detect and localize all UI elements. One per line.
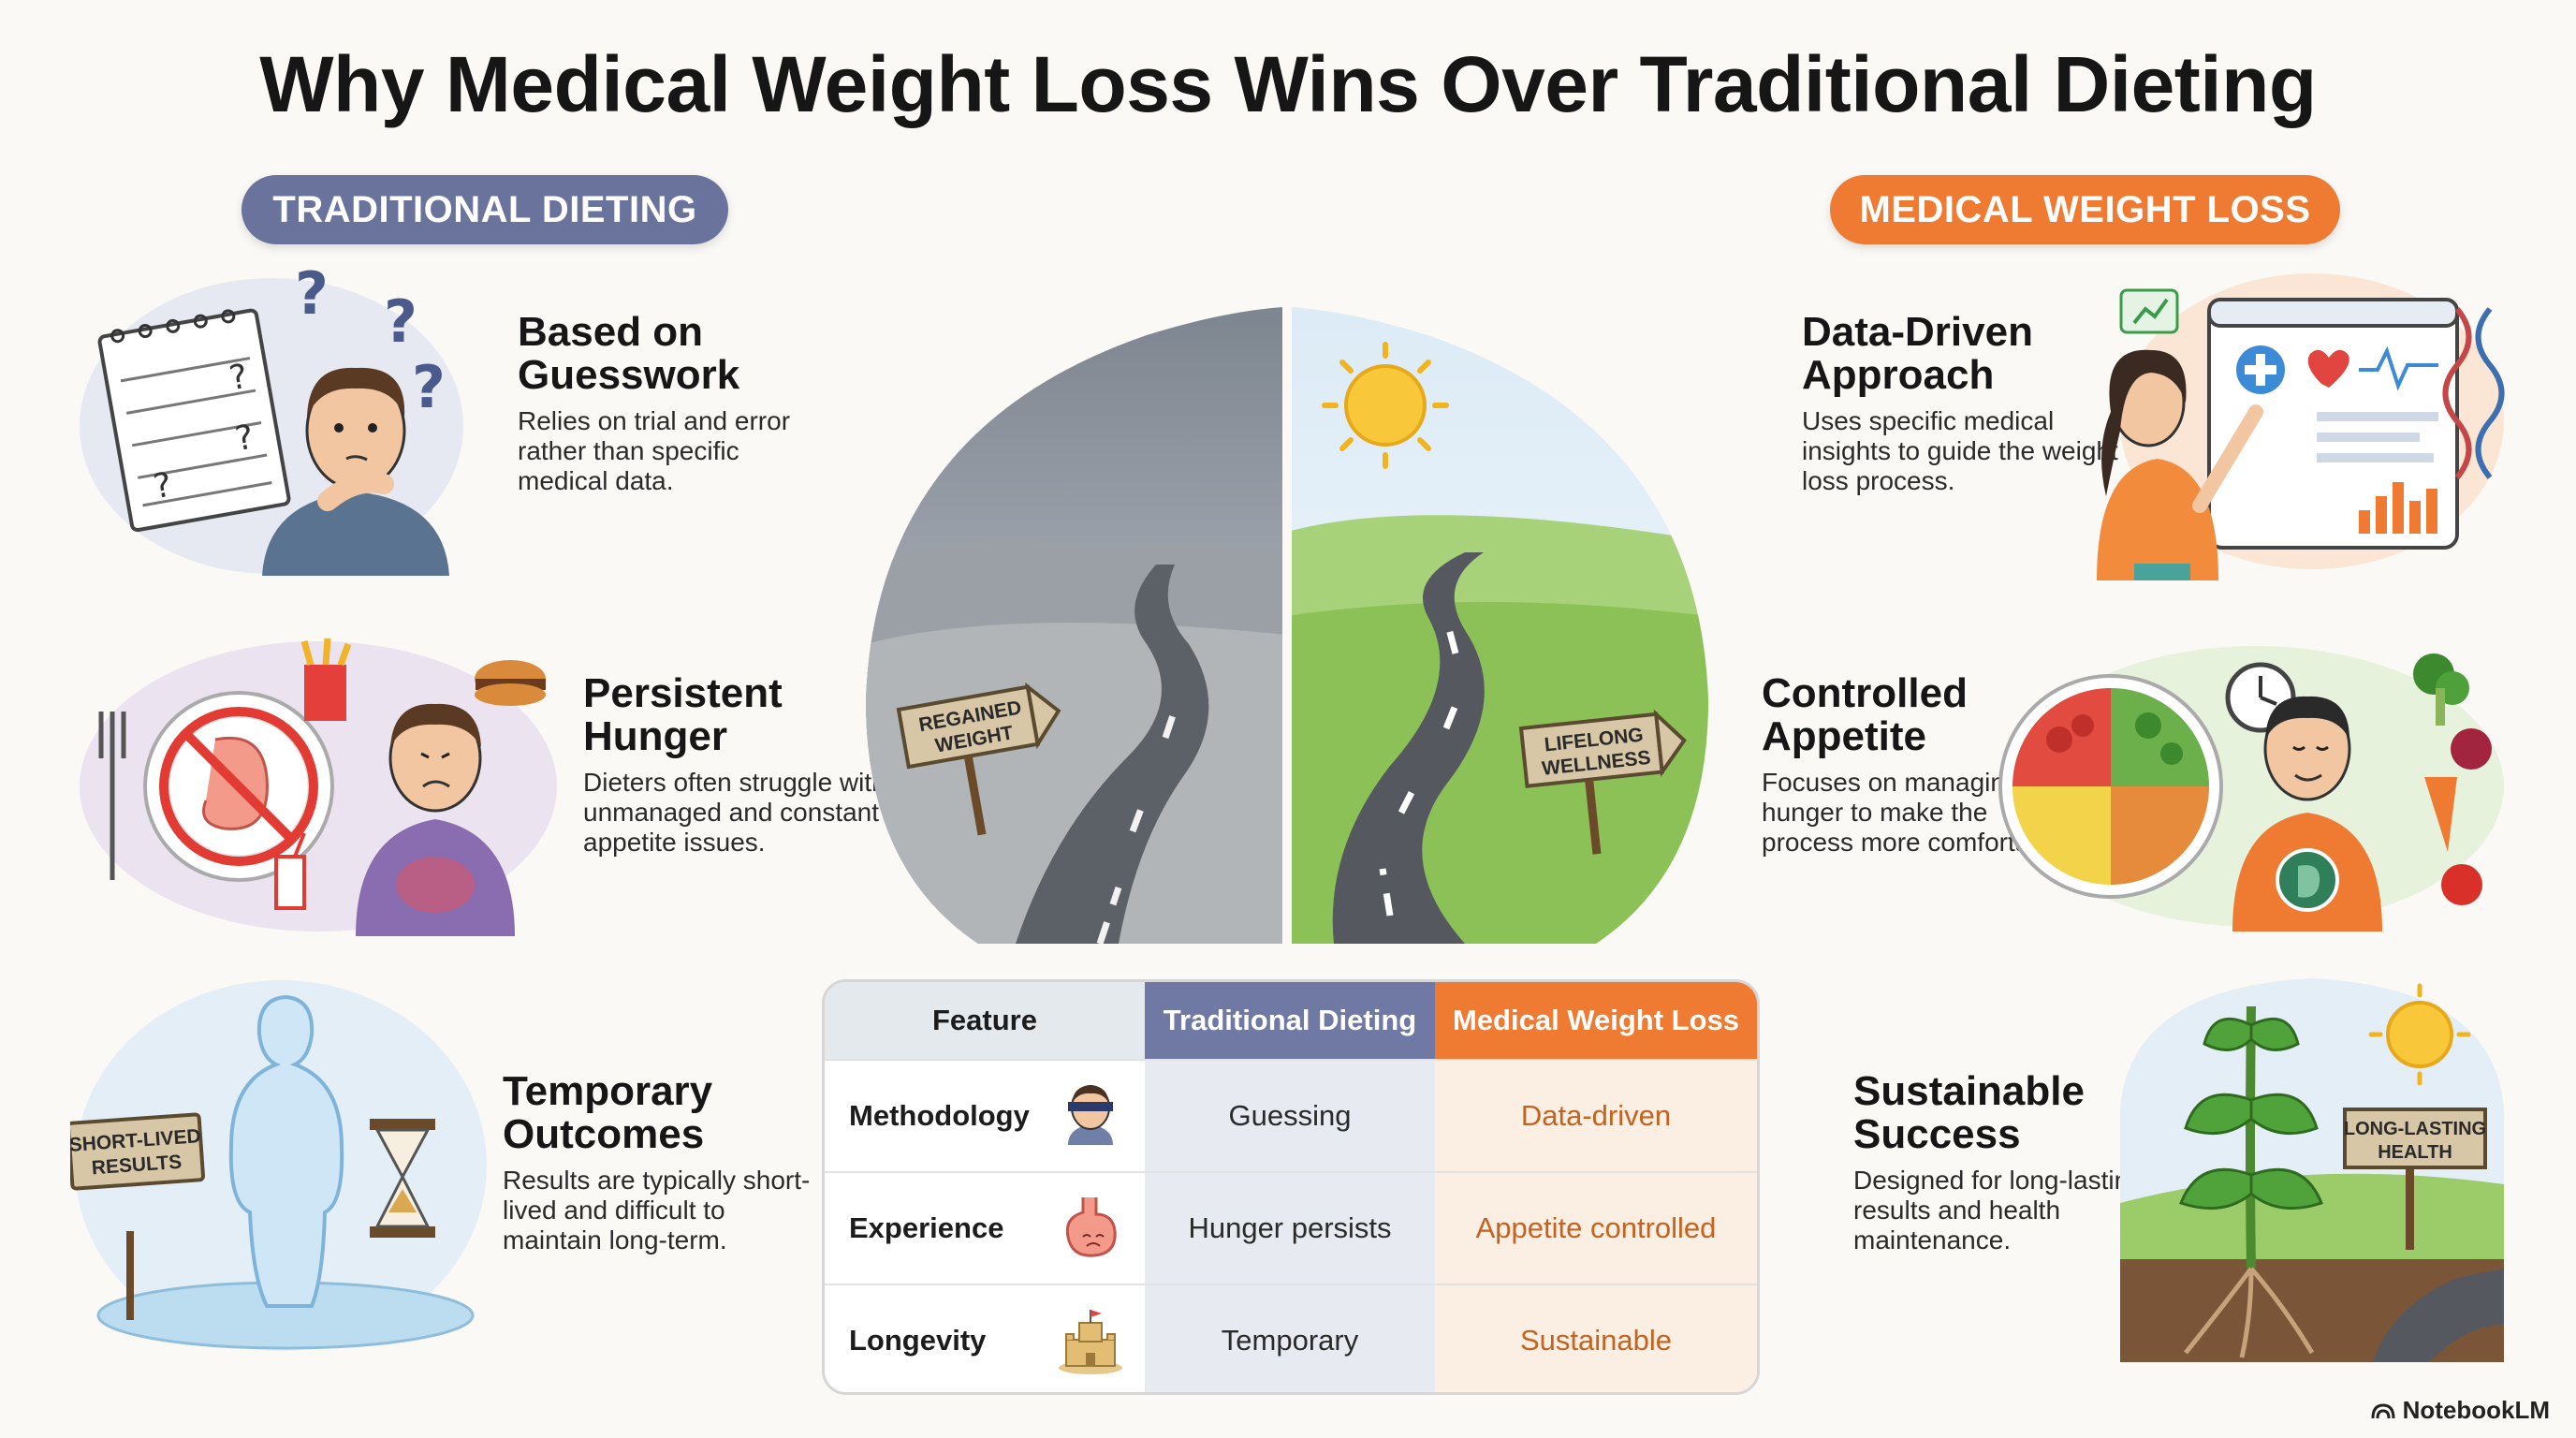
feature-title: Based on Guesswork bbox=[518, 309, 740, 398]
feature-title: Persistent Hunger bbox=[583, 670, 783, 759]
table-row: Methodology Guessing Data-driven bbox=[825, 1059, 1757, 1172]
feature-desc: Designed for long-lasting results and he… bbox=[1853, 1166, 2144, 1255]
row-traditional: Guessing bbox=[1145, 1059, 1435, 1172]
blindfold-icon bbox=[1068, 1085, 1113, 1145]
row-feature: Methodology bbox=[825, 1059, 1145, 1172]
svg-text:?: ? bbox=[384, 287, 417, 356]
traditional-dieting-badge: TRADITIONAL DIETING bbox=[242, 175, 728, 244]
header-medical: Medical Weight Loss bbox=[1435, 982, 1757, 1060]
feature-desc: Relies on trial and error rather than sp… bbox=[518, 406, 791, 495]
medical-weight-loss-badge: MEDICAL WEIGHT LOSS bbox=[1830, 175, 2340, 244]
row-medical: Data-driven bbox=[1435, 1059, 1757, 1172]
dashboard-illustration bbox=[2078, 271, 2509, 580]
growing-plant-illustration: LONG-LASTING HEALTH bbox=[2111, 969, 2513, 1372]
hunger-illustration bbox=[75, 637, 562, 936]
feature-sustainable-success: Sustainable Success Designed for long-la… bbox=[1853, 1070, 2172, 1255]
feature-guesswork: Based on Guesswork Relies on trial and e… bbox=[518, 311, 836, 496]
header-feature: Feature bbox=[825, 982, 1145, 1060]
feature-data-driven: Data-Driven Approach Uses specific medic… bbox=[1802, 311, 2120, 496]
svg-text:?: ? bbox=[295, 267, 329, 328]
notebooklm-logo-icon bbox=[2371, 1402, 2395, 1418]
feature-temporary-outcomes: Temporary Outcomes Results are typically… bbox=[503, 1070, 821, 1255]
svg-text:HEALTH: HEALTH bbox=[2378, 1142, 2452, 1163]
feature-desc: Dieters often struggle with unmanaged an… bbox=[583, 768, 886, 857]
brand-label: NotebookLM bbox=[2402, 1396, 2550, 1424]
brand-watermark: NotebookLM bbox=[2371, 1396, 2550, 1425]
page-title: Why Medical Weight Loss Wins Over Tradit… bbox=[259, 40, 2317, 128]
row-feature: Experience bbox=[825, 1171, 1145, 1284]
feature-persistent-hunger: Persistent Hunger Dieters often struggle… bbox=[583, 672, 901, 858]
header-traditional: Traditional Dieting bbox=[1145, 982, 1435, 1060]
feature-desc: Results are typically short-lived and di… bbox=[503, 1166, 811, 1255]
healthy-plate-illustration bbox=[1994, 637, 2504, 932]
row-traditional: Temporary bbox=[1145, 1284, 1435, 1392]
melting-figure-illustration: SHORT-LIVED RESULTS bbox=[66, 978, 491, 1357]
row-feature-label: Experience bbox=[849, 1211, 1004, 1244]
row-feature-label: Methodology bbox=[849, 1099, 1030, 1132]
sandcastle-icon bbox=[1059, 1310, 1122, 1374]
row-feature: Longevity bbox=[825, 1284, 1145, 1392]
stomach-icon bbox=[1065, 1197, 1117, 1257]
row-feature-label: Longevity bbox=[849, 1324, 987, 1357]
row-traditional: Hunger persists bbox=[1145, 1171, 1435, 1284]
guesswork-illustration: ? ? ? ? ? ? bbox=[75, 259, 468, 576]
row-medical: Sustainable bbox=[1435, 1284, 1757, 1392]
comparison-table: Feature Traditional Dieting Medical Weig… bbox=[822, 979, 1760, 1395]
feature-title: Data-Driven Approach bbox=[1802, 309, 2033, 398]
diverging-roads-illustration: REGAINED WEIGHT LIFELONG WELLNESS bbox=[866, 307, 1708, 944]
feature-title: Sustainable Success bbox=[1853, 1068, 2085, 1157]
table-header-row: Feature Traditional Dieting Medical Weig… bbox=[825, 982, 1757, 1060]
table-row: Experience Hunger persists Appetite cont… bbox=[825, 1171, 1757, 1284]
svg-text:LONG-LASTING: LONG-LASTING bbox=[2344, 1119, 2486, 1139]
row-medical: Appetite controlled bbox=[1435, 1171, 1757, 1284]
table-row: Longevity Temporary Sustainable bbox=[825, 1284, 1757, 1392]
feature-title: Controlled Appetite bbox=[1762, 670, 1968, 759]
svg-text:?: ? bbox=[412, 353, 446, 421]
feature-title: Temporary Outcomes bbox=[503, 1068, 713, 1157]
feature-desc: Uses specific medical insights to guide … bbox=[1802, 406, 2118, 495]
